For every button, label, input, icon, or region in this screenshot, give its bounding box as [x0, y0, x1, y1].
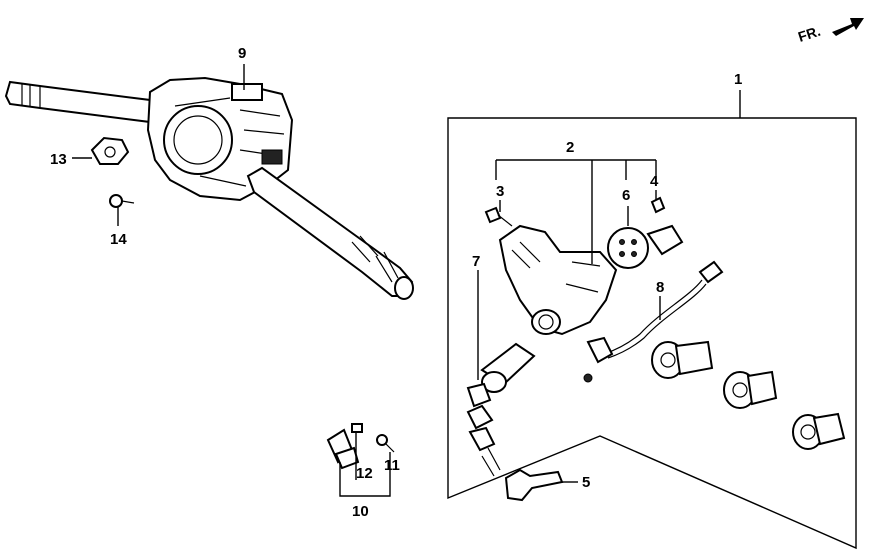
- callout-5: 5: [582, 474, 590, 491]
- combination-switch-assembly: [4, 76, 414, 300]
- callout-7: 7: [472, 253, 480, 270]
- wiper-stalk: [4, 80, 160, 124]
- callout-13: 13: [50, 151, 67, 168]
- front-direction-arrow-icon: [832, 18, 864, 36]
- front-direction-marker: FR.: [796, 18, 864, 45]
- part-5-key: [504, 468, 564, 502]
- door-lock-cylinder-right: [723, 370, 778, 409]
- callout-1: 1: [734, 71, 742, 88]
- callout-4: 4: [650, 173, 659, 190]
- part-7-key-cylinder: [466, 342, 593, 477]
- leader-lines: [72, 64, 741, 497]
- trunk-lock-cylinder: [792, 412, 846, 450]
- part-6-ignition-switch: [607, 224, 684, 269]
- part-4-clip: [650, 196, 666, 214]
- door-lock-cylinder-left: [651, 340, 714, 379]
- callout-8: 8: [656, 279, 664, 296]
- callout-9: 9: [238, 45, 246, 62]
- callout-11: 11: [384, 457, 400, 474]
- front-direction-label: FR.: [796, 23, 822, 45]
- part-12-clip: [351, 423, 363, 433]
- part-3-screw: [484, 206, 513, 227]
- part-8-harness: [586, 260, 724, 364]
- callout-14: 14: [110, 231, 127, 248]
- callout-labels: 9 13 14 1 2 3 6 4 7 8 5 11 12 10: [50, 45, 742, 520]
- light-stalk: [246, 166, 414, 297]
- part-13-nut: [90, 136, 130, 165]
- callout-10: 10: [352, 503, 369, 520]
- callout-2: 2: [566, 139, 574, 156]
- ignition-housing: [498, 224, 618, 336]
- callout-3: 3: [496, 183, 504, 200]
- part-10-bracket: [326, 428, 360, 470]
- cylinder-set-frame: [447, 117, 857, 550]
- callout-12: 12: [356, 465, 373, 482]
- part-11-screw: [376, 434, 395, 453]
- part-14-screw: [109, 194, 135, 208]
- callout-6: 6: [622, 187, 630, 204]
